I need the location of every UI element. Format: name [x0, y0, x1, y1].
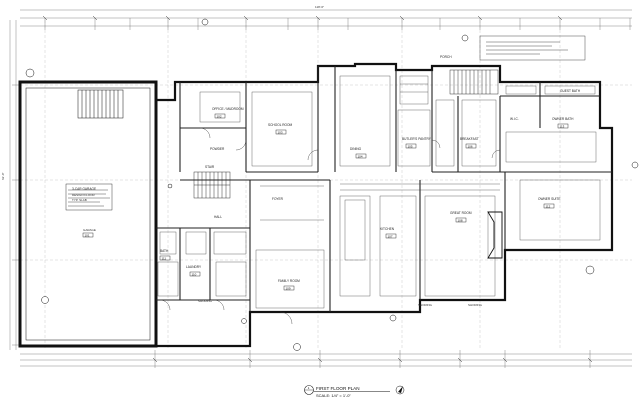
rear-stair	[449, 69, 499, 95]
svg-text:DESIGN FLOOR: DESIGN FLOOR	[72, 193, 96, 197]
great-room-label: GREAT ROOM	[450, 211, 472, 215]
school-room-label: SCHOOL ROOM	[268, 123, 292, 127]
room-tag	[82, 232, 94, 238]
closet-label: W.I.C.	[510, 117, 519, 121]
kitchen-label: KITCHEN	[380, 227, 395, 231]
door-swings	[159, 127, 501, 325]
owner-bath-label: OWNER BATH	[552, 117, 574, 121]
room-tag-number: 103	[278, 130, 283, 134]
fireplace	[487, 211, 503, 259]
detail-lines	[157, 75, 601, 309]
garage	[18, 80, 158, 348]
shoring-note: SHORING	[418, 303, 433, 307]
office-label: OFFICE / MUDROOM	[212, 107, 244, 111]
butler-label: BUTLER'S PANTRY	[402, 137, 432, 141]
svg-text:GARAGE: GARAGE	[83, 228, 96, 232]
dining-label: DINING	[350, 147, 362, 151]
shoring-note: SHORING	[198, 299, 213, 303]
laundry-label: LAUNDRY	[186, 265, 202, 269]
room-tag-number: 108	[458, 218, 463, 222]
left-dimension: 62'-0"	[1, 172, 5, 180]
svg-text:TYP. SLAB: TYP. SLAB	[72, 198, 87, 202]
drawing-marker-number: 1	[308, 386, 310, 390]
guest-bath-label: GUEST BATH	[560, 89, 581, 93]
porch-label: PORCH	[440, 55, 452, 59]
notes-box	[479, 35, 586, 61]
hall-label: HALL	[214, 215, 222, 219]
room-tag-number: 109	[286, 286, 291, 290]
drawing-scale: SCALE: 1/4" = 1'-0"	[316, 393, 351, 398]
drawing-title-block: 1 FIRST FLOOR PLAN SCALE: 1/4" = 1'-0"	[304, 385, 405, 398]
room-tag-number: 101	[85, 233, 90, 237]
top-dimension-lines	[20, 9, 632, 30]
notes-box-left	[68, 189, 110, 207]
room-tags	[159, 113, 569, 291]
room-tag-number: 112	[546, 204, 551, 208]
room-tag-number: 110	[192, 272, 197, 276]
section-markers	[25, 18, 639, 351]
north-arrow-icon	[395, 385, 405, 395]
shoring-note: SHORING	[468, 303, 483, 307]
dimension-ticks	[42, 15, 593, 363]
room-tag-number: 111	[162, 256, 167, 260]
room-tag-number: 104	[358, 154, 363, 158]
garage-label: 3-CAR GARAGE	[72, 187, 96, 191]
family-room-label: FAMILY ROOM	[278, 279, 300, 283]
owner-suite-label: OWNER SUITE	[538, 197, 561, 201]
bottom-dimension-lines	[20, 350, 632, 368]
drawing-title: FIRST FLOOR PLAN	[316, 386, 360, 391]
room-tag-number: 102	[217, 114, 222, 118]
room-tag-number: 107	[388, 234, 393, 238]
top-overall-dimension: 118'-6"	[315, 5, 324, 9]
room-tag-number: 106	[468, 144, 473, 148]
interior-walls	[156, 66, 612, 312]
foyer-label: FOYER	[272, 197, 284, 201]
main-stair	[193, 171, 231, 199]
breakfast-label: BREAKFAST	[460, 137, 479, 141]
stair-label: STAIR	[205, 165, 215, 169]
room-tag-number: 105	[408, 144, 413, 148]
bath-label: BATH	[160, 249, 169, 253]
room-tag-number: 113	[560, 124, 565, 128]
powder-label: POWDER	[210, 147, 225, 151]
